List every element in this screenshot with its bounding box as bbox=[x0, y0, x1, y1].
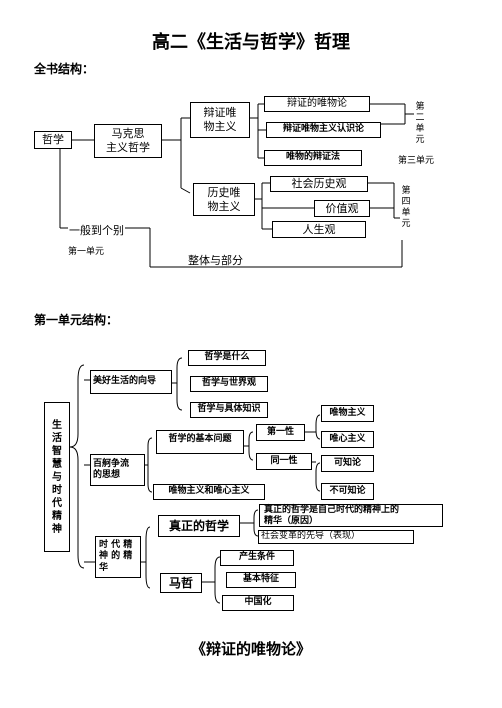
node-philosophy: 哲学 bbox=[34, 131, 72, 149]
node-social-history-view-label: 社会历史观 bbox=[291, 177, 347, 191]
node-dialectical-materialist-view-label: 辩证的唯物论 bbox=[287, 97, 347, 109]
node-identity-label: 同一性 bbox=[270, 455, 298, 466]
node-mat-vs-ideal-label: 唯物主义和唯心主义 bbox=[168, 486, 250, 497]
node-guide-to-good-life: 美好生活的向导 bbox=[90, 370, 172, 394]
node-philosophy-label: 哲学 bbox=[42, 133, 64, 147]
node-knowable: 可知论 bbox=[321, 455, 374, 472]
label-unit4: 第四单元 bbox=[401, 186, 411, 229]
node-historical-materialism-line1: 历史唯 bbox=[207, 185, 241, 199]
node-worldview-label: 哲学与世界观 bbox=[201, 378, 256, 389]
node-sinicization-label: 中国化 bbox=[244, 597, 272, 608]
node-idealism-label: 唯心主义 bbox=[329, 433, 366, 444]
node-historical-materialism: 历史唯 物主义 bbox=[193, 183, 255, 216]
node-social-history-view: 社会历史观 bbox=[270, 176, 368, 192]
node-marxist-philosophy: 马克思 主义哲学 bbox=[94, 124, 162, 158]
node-primacy-label: 第一性 bbox=[266, 426, 294, 437]
node-contending-line1: 百舸争流 bbox=[93, 458, 130, 469]
node-marxist-line2: 主义哲学 bbox=[106, 141, 150, 154]
node-identity: 同一性 bbox=[256, 453, 312, 470]
node-life-view-label: 人生观 bbox=[302, 222, 336, 236]
node-contending-thoughts: 百舸争流 的思想 bbox=[90, 454, 145, 486]
node-marxist-philosophy-short: 马哲 bbox=[160, 573, 202, 593]
node-materialism: 唯物主义 bbox=[321, 405, 374, 422]
node-essence-line3: 华 bbox=[99, 562, 109, 573]
node-materialism-label: 唯物主义 bbox=[329, 407, 366, 418]
node-unknowable: 不可知论 bbox=[321, 483, 374, 500]
node-unknowable-label: 不可知论 bbox=[329, 485, 366, 496]
node-primacy: 第一性 bbox=[256, 424, 305, 441]
node-dialectical-materialist-view: 辩证的唯物论 bbox=[264, 96, 370, 112]
node-conditions-label: 产生条件 bbox=[238, 552, 275, 563]
node-dialectical-materialism-line1: 辩证唯 bbox=[203, 106, 237, 120]
node-basic-question: 哲学的基本问题 bbox=[156, 430, 244, 454]
node-materialism-vs-idealism: 唯物主义和唯心主义 bbox=[153, 484, 265, 500]
node-life-view: 人生观 bbox=[272, 221, 366, 238]
footer-title: 《辩证的唯物论》 bbox=[190, 640, 311, 658]
node-root-label: 生活智慧与时代精神 bbox=[52, 419, 62, 535]
page-title: 高二《生活与哲学》哲理 bbox=[152, 32, 350, 53]
node-philosophy-specific-knowledge: 哲学与具体知识 bbox=[190, 402, 268, 418]
node-historical-materialism-line2: 物主义 bbox=[207, 199, 241, 213]
node-what-is-label: 哲学是什么 bbox=[204, 352, 250, 363]
node-social-change-pioneer: 社会变革的先导（表现） bbox=[258, 530, 414, 544]
node-conditions: 产生条件 bbox=[220, 550, 294, 566]
node-materialist-dialectics-label: 唯物的辩证法 bbox=[285, 152, 340, 163]
node-dialectical-materialism: 辩证唯 物主义 bbox=[190, 102, 250, 138]
node-dialectical-materialism-line2: 物主义 bbox=[203, 120, 237, 133]
node-marxist-line1: 马克思 bbox=[111, 127, 145, 141]
node-basic-question-label: 哲学的基本问题 bbox=[168, 434, 232, 444]
node-pioneer-label: 社会变革的先导（表现） bbox=[261, 531, 361, 542]
node-root-life-wisdom: 生活智慧与时代精神 bbox=[44, 402, 70, 552]
section-heading-unit1-structure: 第一单元结构： bbox=[34, 313, 119, 327]
node-specific-knowledge-label: 哲学与具体知识 bbox=[197, 404, 261, 415]
node-values-label: 价值观 bbox=[325, 201, 359, 215]
node-guide-label: 美好生活的向导 bbox=[93, 376, 157, 387]
node-epistemology: 辩证唯物主义认识论 bbox=[266, 122, 381, 138]
node-epistemology-label: 辩证唯物主义认识论 bbox=[282, 124, 364, 135]
node-materialist-dialectics: 唯物的辩证法 bbox=[264, 150, 362, 166]
label-unit1: 第一单元 bbox=[68, 247, 105, 257]
section-heading-book-structure: 全书结构： bbox=[34, 62, 95, 76]
node-philosophy-worldview: 哲学与世界观 bbox=[190, 376, 268, 392]
label-unit3: 第三单元 bbox=[398, 156, 435, 166]
node-spirit-essence-reason: 真正的哲学是自己时代的精神上的 精华（原因） bbox=[259, 504, 443, 527]
label-general-to-specific: 一般到个别 bbox=[68, 222, 125, 238]
node-marxism-short-label: 马哲 bbox=[168, 575, 193, 590]
label-whole-and-part: 整体与部分 bbox=[188, 254, 243, 267]
node-essence-line1: 时 代 精 bbox=[99, 540, 133, 551]
node-features-label: 基本特征 bbox=[242, 574, 279, 585]
node-essence-of-spirit: 时 代 精 神 的 精 华 bbox=[95, 536, 141, 578]
node-essence-line2: 神 的 精 bbox=[99, 551, 133, 562]
node-essence-reason-line2: 精华（原因） bbox=[264, 515, 319, 526]
label-unit2: 第二单元 bbox=[415, 102, 425, 145]
node-essence-reason-line1: 真正的哲学是自己时代的精神上的 bbox=[264, 504, 400, 515]
node-basic-features: 基本特征 bbox=[226, 572, 296, 588]
node-idealism: 唯心主义 bbox=[321, 431, 374, 448]
node-knowable-label: 可知论 bbox=[333, 457, 361, 468]
node-sinicization: 中国化 bbox=[222, 595, 294, 611]
node-values: 价值观 bbox=[314, 200, 370, 217]
node-contending-line2: 的思想 bbox=[93, 470, 121, 480]
node-true-philosophy: 真正的哲学 bbox=[158, 515, 240, 537]
node-what-is-philosophy: 哲学是什么 bbox=[188, 350, 266, 366]
node-true-philosophy-label: 真正的哲学 bbox=[168, 518, 229, 533]
